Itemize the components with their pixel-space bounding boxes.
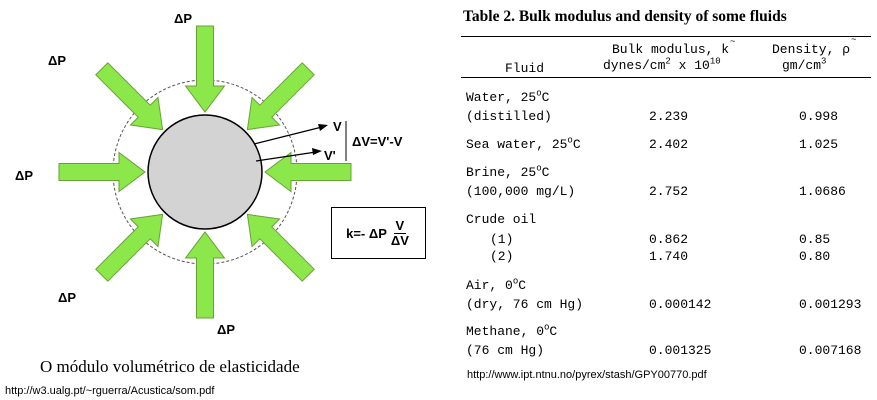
temp-unit: C [541,90,550,105]
table-source-url: http://www.ipt.ntnu.no/pyrex/stash/GPY00… [467,369,707,381]
density-value: 0.80 [799,249,831,264]
dp-label-top-left: ΔP [48,53,66,68]
density-value: 1.025 [799,137,839,152]
pressure-arrow [264,151,352,193]
fluid-name-text: Brine, 25 [466,165,537,180]
pressure-arrow [58,151,146,193]
fluid-name: Brine, 25oC [466,163,550,180]
bulk-modulus-value: 0.862 [649,232,689,247]
header-bulk-modulus: Bulk modulus, k [612,42,730,57]
header-fluid: Fluid [505,61,545,76]
temp-unit: C [549,324,558,339]
degree-sup: o [544,322,550,333]
fluid-condition: (dry, 76 cm Hg) [466,297,584,312]
fluid-subtype: (1) [490,232,514,247]
density-value: 0.007168 [799,343,862,358]
pressure-arrow [246,213,315,282]
delta-v-label: ΔV=V'-V [352,134,403,149]
pressure-arrow [184,25,226,113]
header-bulk-units: dynes/cm2 x 1010 [603,56,721,73]
fluid-name: Methane, 0oC [466,322,558,339]
degree-sup: o [536,163,542,174]
formula-numerator: V [393,217,407,234]
fluid-name-text: Water, 25 [466,90,537,105]
fluid-name-text: Crude oil [466,212,537,227]
pressure-arrow [95,62,164,131]
pressure-arrow [246,62,315,131]
temp-unit: C [518,278,527,293]
v-prime-pointer-arrowhead [312,148,322,155]
bulk-modulus-value: 1.740 [649,249,689,264]
density-value: 0.998 [799,109,839,124]
bulk-modulus-value: 0.001325 [649,343,712,358]
diagram-source-url: http://w3.ualg.pt/~rguerra/Acustica/som.… [5,385,215,397]
fluid-name-text: Air, 0 [466,278,513,293]
formula-fraction: V ΔV [389,217,411,248]
v-pointer-arrowhead [318,124,328,131]
density-value: 0.001293 [799,297,862,312]
fluid-condition: (100,000 mg/L) [466,184,576,199]
bulk-modulus-value: 2.239 [649,109,689,124]
v-label: V [333,119,342,134]
v-pointer-line [253,126,323,145]
degree-sup: o [512,276,519,287]
fluid-name-text: Methane, 0 [466,324,545,339]
temp-unit: C [572,137,581,152]
dp-label-bottom: ΔP [217,322,235,337]
fluid-name: Sea water, 25oC [466,135,581,152]
pressure-arrow [95,213,164,282]
pressure-arrow [184,231,226,319]
fluid-name-text: Sea water, 25 [466,137,568,152]
diagram-caption: O módulo volumétrico de elasticidade [40,357,300,376]
fluid-condition: (distilled) [466,109,552,124]
compressed-sphere [147,114,263,230]
header-density-tilde: ~ [851,35,857,45]
bulk-modulus-diagram: V V' ΔV=V'-V ΔP ΔP ΔP ΔP ΔP [15,11,403,337]
degree-sup: o [536,88,542,99]
fluid-condition: (76 cm Hg) [466,343,545,358]
bulk-modulus-value: 0.000142 [649,297,712,312]
formula-denominator: ΔV [390,232,409,248]
header-bulk-tilde: ~ [730,37,736,47]
temp-unit: C [541,165,550,180]
fluid-name: Crude oil [466,212,536,227]
header-density-units: gm/cm3 [782,56,827,73]
dp-label-left: ΔP [15,168,33,183]
dp-label-bottom-left: ΔP [58,290,76,305]
fluid-name: Air, 0oC [466,276,527,293]
v-prime-pointer-line [255,151,317,162]
density-value: 0.85 [799,232,831,247]
fluid-subtype: (2) [490,249,514,264]
table-title: Table 2. Bulk modulus and density of som… [463,8,787,25]
table-top-rule [461,36,871,37]
header-density: Density, ρ [772,42,851,57]
formula-prefix: k=- ΔP [346,225,387,241]
pressure-arrows [58,25,352,319]
degree-sup: o [567,135,573,146]
dp-label-top: ΔP [174,11,192,26]
bulk-modulus-formula: k=- ΔP V ΔV [331,207,426,259]
v-prime-label: V' [324,148,336,163]
table-header-rule [461,77,871,78]
bulk-modulus-value: 2.402 [649,137,689,152]
density-value: 1.0686 [799,184,846,199]
bulk-modulus-value: 2.752 [649,184,689,199]
fluid-name: Water, 25oC [466,88,550,105]
